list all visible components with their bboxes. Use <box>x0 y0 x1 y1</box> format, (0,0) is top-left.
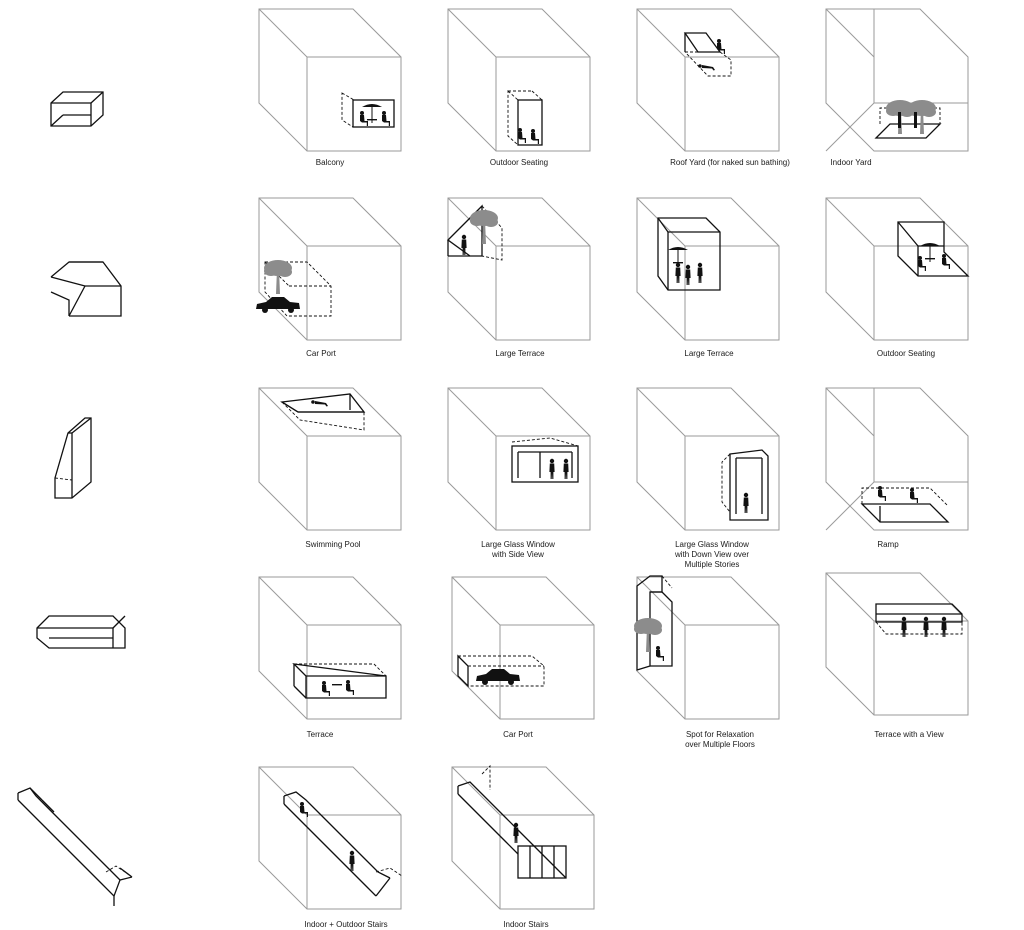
terrace-insert <box>292 663 387 699</box>
cube-outdoor-seating-1 <box>447 8 591 152</box>
cube-car-port-2 <box>451 576 595 720</box>
cube-ramp <box>825 387 969 531</box>
label-terrace: Terrace <box>306 730 334 739</box>
tray-icon <box>36 615 126 649</box>
outdoor-seating-2-insert <box>897 221 970 277</box>
label-glass-side-view: Large Glass Window with Side View <box>481 540 555 559</box>
large-terrace-2-insert <box>657 217 721 291</box>
open-box-icon <box>50 91 104 127</box>
roof-yard-insert <box>683 32 732 77</box>
indoor-outdoor-stairs-insert <box>283 791 403 897</box>
cube-indoor-yard <box>825 8 969 152</box>
label-indoor-outdoor-stairs: Indoor + Outdoor Stairs <box>304 920 388 929</box>
label-glass-down-view: Large Glass Window with Down View over M… <box>674 540 750 569</box>
swimming-pool-insert <box>280 393 366 431</box>
indoor-yard-insert <box>874 100 942 139</box>
cube-relaxation-spot <box>636 576 780 720</box>
label-terrace-view: Terrace with a View <box>874 730 944 739</box>
cube-outdoor-seating-2 <box>825 197 969 341</box>
cube-glass-side-view <box>447 387 591 531</box>
ramp-insert <box>860 486 950 523</box>
car-port-1-insert <box>256 260 332 317</box>
slab-icon <box>50 261 122 317</box>
label-large-terrace-1: Large Terrace <box>495 349 545 358</box>
label-indoor-yard: Indoor Yard <box>830 158 872 167</box>
label-indoor-stairs: Indoor Stairs <box>503 920 549 929</box>
indoor-stairs-insert <box>457 764 567 879</box>
cube-swimming-pool <box>258 387 402 531</box>
cube-indoor-stairs <box>451 766 595 910</box>
cube-balcony <box>258 8 402 152</box>
large-terrace-1-insert <box>447 204 503 261</box>
label-outdoor-seating-2: Outdoor Seating <box>876 349 936 358</box>
label-relaxation-spot: Spot for Relaxation over Multiple Floors <box>685 730 755 749</box>
label-swimming-pool: Swimming Pool <box>305 540 361 549</box>
label-large-terrace-2: Large Terrace <box>684 349 734 358</box>
outdoor-seating-1-insert <box>507 89 543 147</box>
cube-indoor-outdoor-stairs <box>258 766 402 910</box>
balcony-insert <box>341 92 395 128</box>
cube-large-terrace-1 <box>447 197 591 341</box>
glass-side-view-insert <box>511 437 579 483</box>
cube-terrace-view <box>825 572 969 716</box>
car-port-2-insert <box>457 654 545 688</box>
label-ramp: Ramp <box>877 540 899 549</box>
shaft-icon <box>54 417 92 499</box>
label-outdoor-seating-1: Outdoor Seating <box>489 158 549 167</box>
terrace-view-insert <box>875 603 963 637</box>
label-car-port-2: Car Port <box>503 730 533 739</box>
relaxation-spot-insert <box>634 575 673 671</box>
label-car-port-1: Car Port <box>306 349 336 358</box>
stair-icon <box>17 787 133 906</box>
cube-terrace <box>258 576 402 720</box>
label-roof-yard: Roof Yard (for naked sun bathing) <box>670 158 790 167</box>
cube-glass-down-view <box>636 387 780 531</box>
cube-roof-yard <box>636 8 780 152</box>
glass-down-view-insert <box>721 449 769 521</box>
label-balcony: Balcony <box>315 158 345 167</box>
